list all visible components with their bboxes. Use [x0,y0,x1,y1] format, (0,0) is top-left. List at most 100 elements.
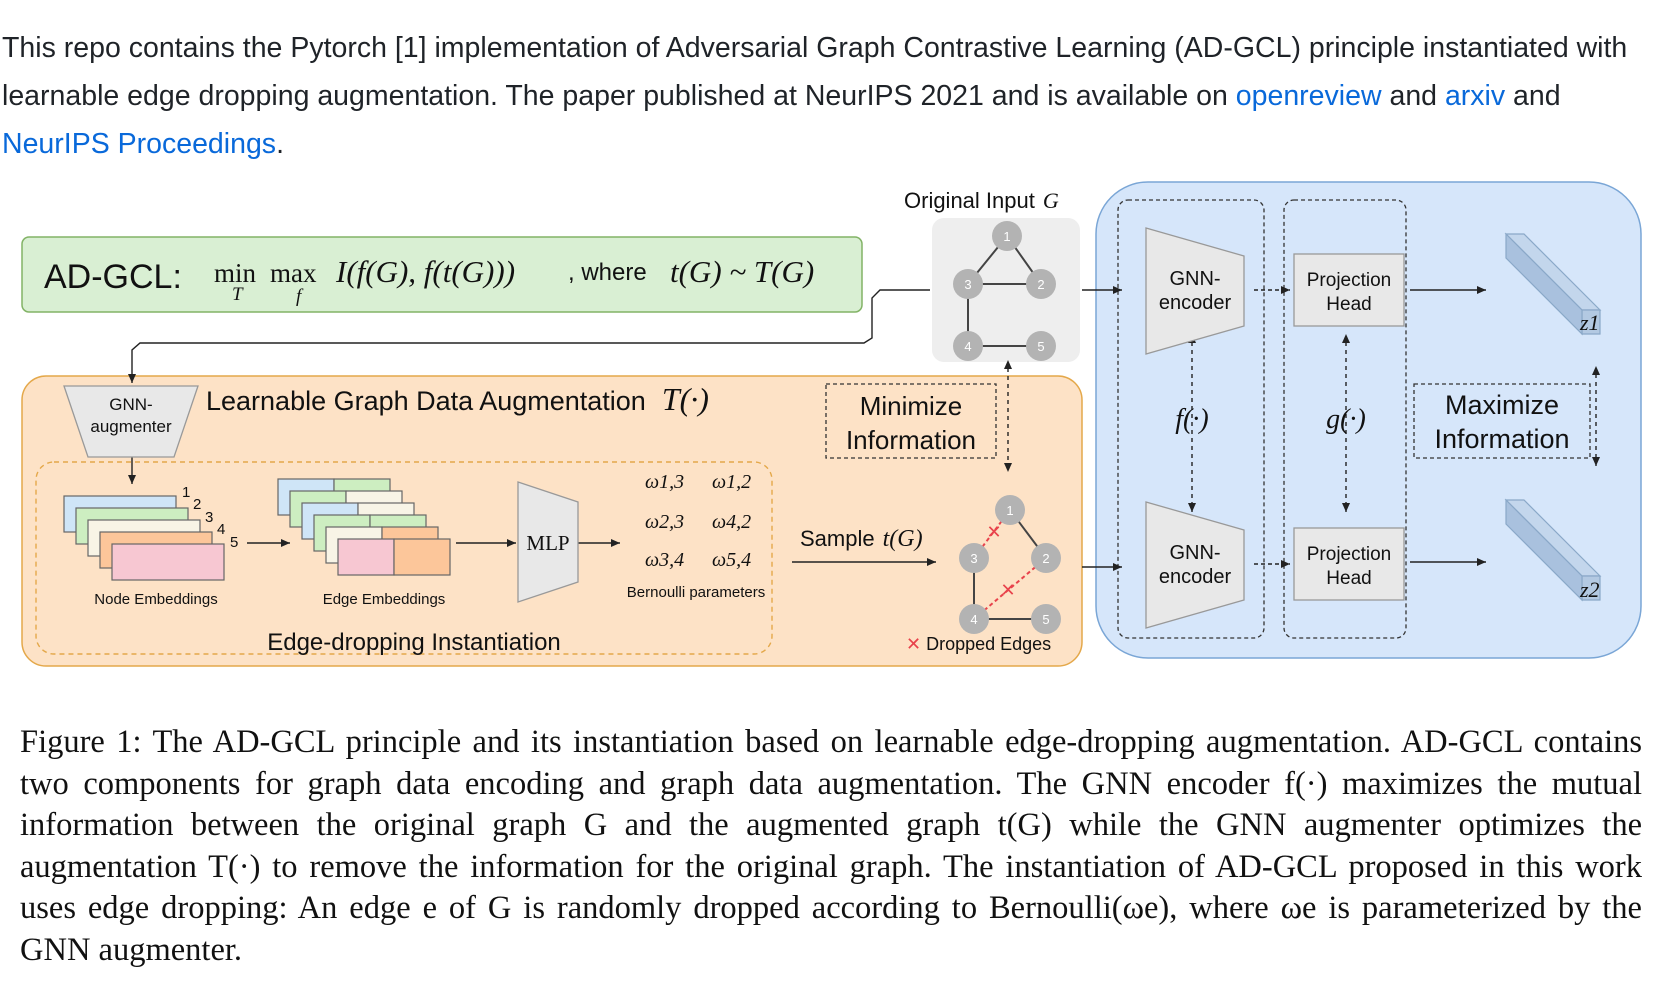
gnn-encoder-bottom [1145,501,1245,629]
graph-node-label: 4 [964,339,971,354]
graph-node-label: 5 [1037,339,1044,354]
gnn-augmenter-label: GNN- [109,395,152,414]
openreview-link[interactable]: openreview [1235,80,1382,112]
projection-head-label: Projection [1307,270,1392,291]
caption-text: The AD-GCL principle and its instantiati… [20,724,1642,968]
graph-node-label: 3 [964,277,971,292]
node-index: 4 [217,521,225,538]
intro-and: and [1505,80,1561,112]
node-index-numbers: 1 2 3 4 5 [182,484,238,551]
gnn-encoder-label: GNN- [1169,542,1220,564]
figure-caption: Figure 1: The AD-GCL principle and its i… [20,722,1642,971]
objective-expr: I(f(G), f(t(G))) [335,254,515,289]
objective-condition: t(G) ~ T(G) [670,254,814,289]
intro-and: and [1381,80,1445,112]
omega-parameter: ω1,2 [712,471,751,493]
edge-embeddings-stack [277,478,451,576]
dropped-edge-markers: ✕ ✕ [986,522,1015,601]
minimize-information-box [825,383,997,459]
omega-parameter: ω1,3 [645,471,684,493]
graph-node-label: 2 [1037,277,1044,292]
intro-period: . [276,128,284,160]
mlp-label: MLP [526,531,569,555]
bernoulli-parameters: ω1,3 ω1,2 ω2,3 ω4,2 ω3,4 ω5,4 [645,471,751,571]
gnn-encoder-label: encoder [1159,566,1232,588]
graph-node [953,331,983,361]
ad-gcl-figure: AD-GCL: min T max f I(f(G), f(t(G))) , w… [21,181,1642,667]
original-graph-nodes: 1 2 3 4 5 [953,221,1056,361]
projection-head-label: Head [1326,568,1371,589]
projection-head-label: Projection [1307,544,1392,565]
bernoulli-parameters-label: Bernoulli parameters [627,584,765,601]
node-embedding [111,543,225,581]
edge-embedding [337,538,395,576]
graph-node [1026,269,1056,299]
omega-parameter: ω4,2 [712,511,751,533]
graph-node [1031,604,1061,634]
intro-paragraph: This repo contains the Pytorch [1] imple… [2,24,1662,168]
z1-embedding-prism [1504,232,1602,336]
gnn-encoder-top [1145,227,1245,355]
graph-node [959,604,989,634]
minimize-information-label: Information [846,425,976,455]
gnn-encoder-label: encoder [1159,292,1232,314]
graph-node-label: 5 [1042,612,1049,627]
graph-node [995,495,1025,525]
gnn-augmenter-label: augmenter [90,417,172,436]
z2-label: z2 [1579,577,1600,602]
maximize-information-label: Information [1434,424,1569,454]
z1-label: z1 [1579,310,1600,335]
z2-embedding-prism [1504,498,1602,602]
graph-node-label: 1 [1006,503,1013,518]
objective-box [21,236,863,313]
g-symbol: g(·) [1326,404,1366,435]
intro-text: This repo contains the Pytorch [1] imple… [2,32,1628,112]
mlp-block [517,481,579,603]
graph-node [959,543,989,573]
edge-dropping-title: Edge-dropping Instantiation [267,629,561,656]
projection-head-top [1293,253,1405,327]
graph-node-label: 3 [970,551,977,566]
node-index: 2 [193,496,201,513]
objective-max-sub: f [296,286,304,307]
dropped-edge-marker: ✕ [986,522,1001,543]
arxiv-link[interactable]: arxiv [1444,80,1506,112]
graph-node-label: 1 [1003,229,1010,244]
caption-figure-label: Figure 1: [20,724,142,760]
maximize-information-box [1413,383,1591,459]
dropped-edges-legend: ✕Dropped Edges [906,634,1051,655]
omega-parameter: ω3,4 [645,549,684,571]
objective-max: max [270,258,317,288]
node-embeddings-label: Node Embeddings [94,591,217,608]
node-embeddings-stack [63,495,225,581]
graph-node [1031,543,1061,573]
objective-min: min [214,258,257,288]
f-symbol: f(·) [1175,404,1208,435]
omega-parameter: ω2,3 [645,511,684,533]
augmented-graph-nodes: 1 2 3 4 5 [959,495,1061,634]
objective-where: , where [568,259,647,286]
gnn-augmenter [63,385,199,458]
flow-arrows [128,286,1600,571]
graph-node [992,221,1022,251]
graph-node-label: 4 [970,612,977,627]
edge-dropping-box [35,461,773,655]
node-index: 3 [205,509,213,526]
dropped-edge-marker: ✕ [1000,580,1015,601]
graph-node [1026,331,1056,361]
graph-node [953,269,983,299]
minimize-information-label: Minimize [860,391,963,421]
neurips-proceedings-link[interactable]: NeurIPS Proceedings [2,128,277,160]
gnn-encoder-label: GNN- [1169,268,1220,290]
maximize-information-label: Maximize [1445,390,1559,420]
encoder-column-box [1117,199,1265,639]
objective-prefix: AD-GCL: [44,258,182,296]
graph-node-label: 2 [1042,551,1049,566]
edge-embeddings-label: Edge Embeddings [323,591,446,608]
objective-min-sub: T [232,284,244,305]
node-index: 1 [182,484,190,501]
edge-embedding [393,538,451,576]
omega-parameter: ω5,4 [712,549,751,571]
